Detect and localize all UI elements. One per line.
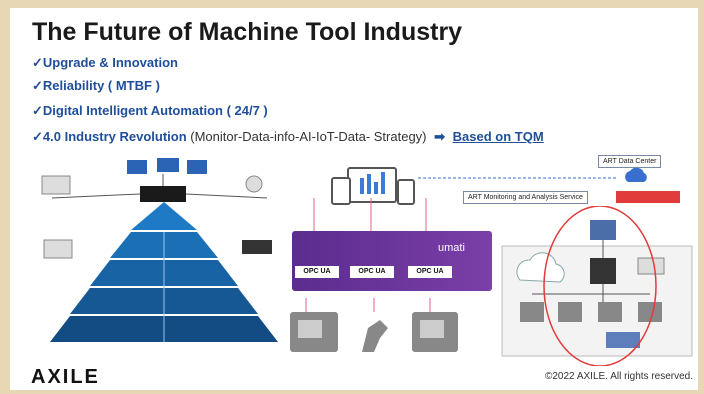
top-box-right bbox=[187, 160, 207, 174]
machines-row bbox=[290, 298, 458, 352]
art-data-center-label: ART Data Center bbox=[598, 155, 662, 168]
management-icon bbox=[245, 175, 263, 193]
machine-icon bbox=[41, 175, 71, 195]
service-badge bbox=[616, 191, 680, 203]
team-icon bbox=[242, 240, 272, 254]
bullet-reliability: ✓Reliability ( MTBF ) bbox=[32, 78, 160, 93]
bullet-upgrade: ✓Upgrade & Innovation bbox=[32, 55, 178, 70]
machine-node-4 bbox=[638, 302, 662, 322]
robot-arm-icon bbox=[362, 320, 388, 352]
controller-icon bbox=[590, 258, 616, 284]
top-box-mid bbox=[157, 158, 179, 172]
system-diagram bbox=[501, 206, 693, 366]
highlight-circle bbox=[543, 206, 657, 366]
phone-icon bbox=[397, 179, 415, 205]
umati-logo: umati bbox=[438, 242, 465, 254]
slide-title: The Future of Machine Tool Industry bbox=[32, 18, 463, 46]
arrow-right-icon: ➡ bbox=[434, 129, 446, 144]
top-box-left bbox=[127, 160, 147, 174]
server-icon bbox=[590, 220, 616, 240]
pink-connectors bbox=[313, 198, 427, 233]
opc-ua-badge-2: OPC UA bbox=[350, 266, 394, 278]
industry-lead: ✓4.0 Industry Revolution bbox=[32, 129, 187, 144]
machine-node-2 bbox=[558, 302, 582, 322]
monitor-icon bbox=[347, 167, 397, 203]
umati-band bbox=[292, 231, 492, 291]
erp-box bbox=[140, 186, 186, 202]
pyramid-layer-1 bbox=[131, 202, 197, 230]
data-icon bbox=[43, 239, 73, 259]
panel-icon bbox=[606, 332, 640, 348]
tqm-link[interactable]: Based on TQM bbox=[452, 129, 544, 144]
machine-node-1 bbox=[520, 302, 544, 322]
pyramid-diagram bbox=[41, 158, 278, 342]
cloud-connection bbox=[418, 168, 647, 182]
slide: The Future of Machine Tool Industry ✓Upg… bbox=[10, 8, 698, 390]
opc-ua-badge-1: OPC UA bbox=[295, 266, 339, 278]
machine-node-3 bbox=[598, 302, 622, 322]
bullet-automation: ✓Digital Intelligent Automation ( 24/7 ) bbox=[32, 103, 268, 118]
art-monitoring-label: ART Monitoring and Analysis Service bbox=[463, 191, 588, 204]
bullet-industry: ✓4.0 Industry Revolution (Monitor-Data-i… bbox=[32, 129, 544, 145]
opc-ua-badge-3: OPC UA bbox=[408, 266, 452, 278]
copyright: ©2022 AXILE. All rights reserved. bbox=[545, 371, 694, 382]
axile-logo: AXILE bbox=[31, 366, 100, 388]
devices-diagram bbox=[331, 167, 415, 205]
cloud-node-icon bbox=[516, 252, 565, 283]
gateway-icon bbox=[637, 257, 665, 275]
cloud-icon bbox=[625, 168, 647, 182]
tablet-icon bbox=[331, 177, 351, 205]
industry-note: (Monitor-Data-info-AI-IoT-Data- Strategy… bbox=[190, 129, 427, 144]
